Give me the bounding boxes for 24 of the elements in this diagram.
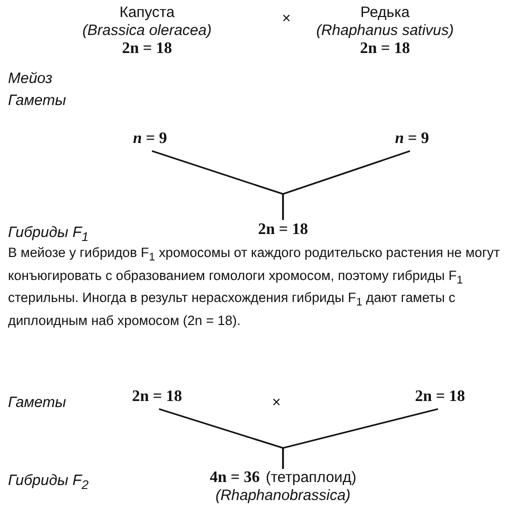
ploidy-note: (тетраплоид) — [266, 469, 356, 487]
connector-line — [282, 408, 438, 469]
chromosome-count: 2n = 18 — [360, 40, 410, 58]
chromosome-count: 2n = 18 — [414, 387, 465, 407]
chromosome-count: 4n = 36 — [210, 469, 260, 487]
row-label: Мейоз — [8, 70, 52, 87]
chromosome-count: n = 9 — [394, 129, 430, 149]
latin-name: (Rhaphanus sativus) — [316, 22, 454, 40]
chromosome-count: n = 9 — [132, 129, 168, 149]
latin-name: (Rhaphanobrassica) — [215, 487, 351, 505]
cross-sign: × — [272, 394, 281, 411]
row-label: Гаметы — [8, 394, 66, 411]
row-label: Гибриды F$_{2}$ — [8, 472, 89, 492]
chromosome-count: 2n = 18 — [258, 220, 308, 240]
species-name: Капуста — [119, 4, 175, 22]
chromosome-count: 2n = 18 — [122, 40, 172, 58]
species-name: Редька — [360, 4, 410, 22]
explanation-text: В мейозе у гибридов F$_{1}$ хромосомы от каждого родительско растения не могут конъюгировать с образованием гомологи хромосом, поэтому гибриды F$_{1}$ стерильны. Иногда в результ нерасхождения гибриды F$_{1}$ дают гаметы с диплоидным наб хромосом (2n = 18). — [8, 244, 501, 330]
latin-name: (Brassica oleracea) — [82, 22, 212, 40]
cross-sign: × — [282, 10, 291, 27]
connector-line — [282, 150, 410, 220]
chromosome-count: 2n = 18 — [132, 387, 182, 407]
row-label: Гибриды F$_{1}$ — [8, 224, 89, 244]
row-label: Гаметы — [8, 92, 66, 109]
